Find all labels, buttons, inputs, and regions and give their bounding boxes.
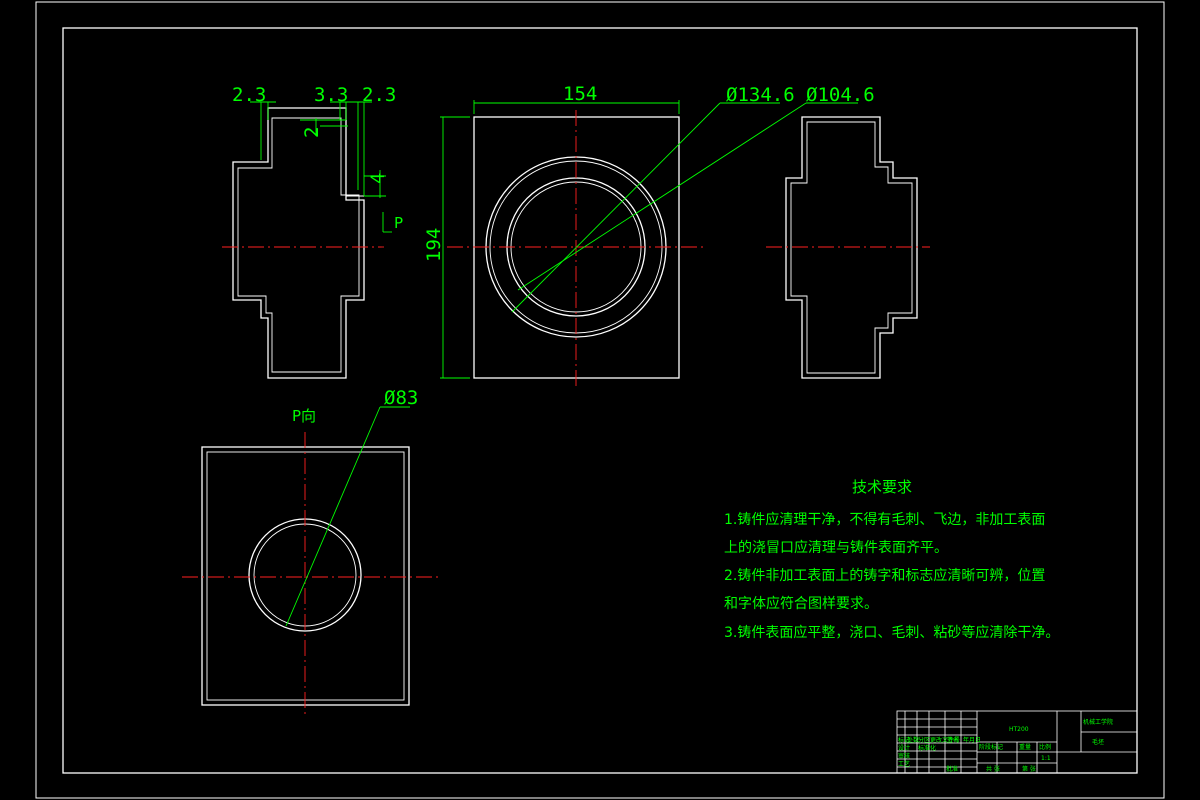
dim-left-2: 2 — [301, 127, 323, 138]
tech-req-line-4: 和字体应符合图样要求。 — [724, 595, 878, 612]
tb-cell-6: 设计 — [898, 744, 910, 752]
front-view-dimensions — [440, 100, 858, 379]
tech-req-line-2: 上的浇冒口应清理与铸件表面齐平。 — [724, 539, 948, 556]
tb-cell-3: 更改文件号 — [930, 736, 960, 744]
right-side-view — [785, 116, 918, 379]
dim-dia-outer: Ø134.6 — [726, 84, 795, 106]
tb-cell-15: 第 张 — [1022, 765, 1036, 773]
p-direction-view — [201, 446, 410, 706]
tb-cell-12: 重量 — [1019, 743, 1031, 751]
tech-req-title: 技术要求 — [852, 478, 912, 496]
tb-cell-11: 阶段标记 — [979, 743, 1003, 751]
tb-cell-0: 标记 — [898, 736, 910, 744]
tb-cell-10: 批准 — [946, 765, 958, 773]
tech-req-line-3: 2.铸件非加工表面上的铸字和标志应清晰可辨，位置 — [724, 567, 1045, 584]
inner-frame — [62, 27, 1138, 774]
tb-scale: 1:1 — [1041, 755, 1051, 762]
tb-material: HT200 — [1009, 726, 1029, 733]
tb-cell-9: 工艺 — [898, 760, 910, 768]
left-view-dimensions — [250, 101, 392, 233]
tb-cell-5: 年月日 — [963, 736, 981, 744]
dim-height-194: 194 — [423, 228, 445, 262]
view-p-label: P向 — [292, 407, 316, 425]
tech-req-line-5: 3.铸件表面应平整，浇口、毛刺、粘砂等应清除干净。 — [724, 624, 1059, 641]
dim-dia-inner: Ø104.6 — [806, 84, 875, 106]
tb-cell-13: 比例 — [1039, 743, 1051, 751]
tb-cell-4: 签名 — [947, 736, 959, 744]
tb-cell-1: 处数 — [907, 736, 919, 744]
tb-cell-7: 标准化 — [918, 744, 936, 752]
outer-border — [35, 1, 1165, 799]
tech-req-line-1: 1.铸件应清理干净，不得有毛刺、飞边，非加工表面 — [724, 511, 1045, 528]
tb-cell-14: 共 张 — [986, 765, 1000, 773]
dim-left-4: 4 — [367, 173, 389, 184]
dim-width-154: 154 — [563, 83, 597, 105]
p-view-dimensions — [285, 406, 410, 627]
dim-left-2-3-right: 2.3 — [362, 84, 396, 106]
tb-part-name: 毛坯 — [1092, 738, 1104, 746]
tb-cell-8: 审核 — [898, 752, 910, 760]
tb-school: 机械工学院 — [1083, 718, 1113, 726]
left-side-view — [232, 107, 385, 379]
tb-cell-2: 分区 — [918, 736, 930, 744]
dim-dia-p: Ø83 — [384, 387, 418, 409]
title-block — [896, 710, 1138, 774]
dim-left-2-3: 2.3 — [232, 84, 266, 106]
arrow-label-p: P — [394, 214, 403, 232]
dim-left-3-3: 3.3 — [314, 84, 348, 106]
